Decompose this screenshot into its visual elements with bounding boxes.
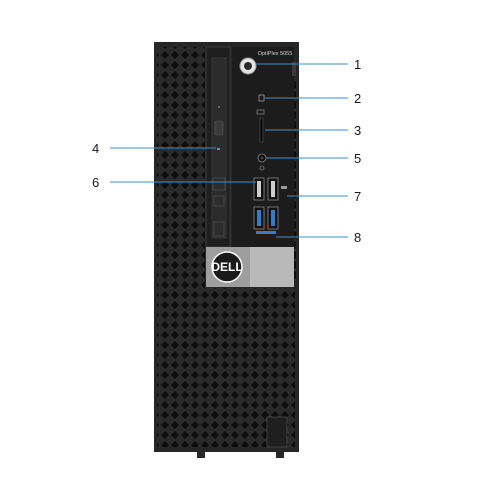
callout-1: 1 — [354, 57, 361, 72]
usb2-port-right[interactable] — [267, 177, 279, 201]
callout-6: 6 — [92, 175, 99, 190]
foot-right — [276, 452, 284, 458]
foot-left — [197, 452, 205, 458]
model-label: OptiPlex 5055 — [258, 51, 293, 57]
callout-3: 3 — [354, 123, 361, 138]
headset-jack-inner — [260, 156, 264, 160]
drive-status-dot — [218, 106, 220, 108]
callout-2: 2 — [354, 91, 361, 106]
usb2-icon — [281, 186, 287, 189]
dell-logo-badge — [211, 251, 243, 283]
callout-7: 7 — [354, 189, 361, 204]
power-panel-edge — [292, 62, 296, 76]
callout-8: 8 — [354, 230, 361, 245]
optical-drive-eject-button[interactable] — [214, 120, 224, 136]
bay-marking-2 — [213, 195, 225, 207]
grille-left — [157, 47, 205, 447]
headset-icon — [259, 165, 265, 171]
callout-5: 5 — [354, 151, 361, 166]
bottom-right-foot-cover — [266, 416, 288, 448]
sd-card-icon — [256, 109, 265, 115]
bay-marking-3 — [213, 221, 225, 237]
usb3-port-right[interactable] — [267, 206, 279, 230]
5-25-bay-marking — [212, 177, 226, 191]
callout-4: 4 — [92, 141, 99, 156]
usb3-icon — [256, 231, 276, 234]
drive-activity-led — [217, 148, 220, 150]
sd-card-reader[interactable] — [259, 117, 264, 143]
dell-logo-text: DELL — [211, 260, 242, 274]
usb3-port-left[interactable] — [253, 206, 265, 230]
usb2-port-left[interactable] — [253, 177, 265, 201]
power-button-icon — [244, 62, 252, 70]
